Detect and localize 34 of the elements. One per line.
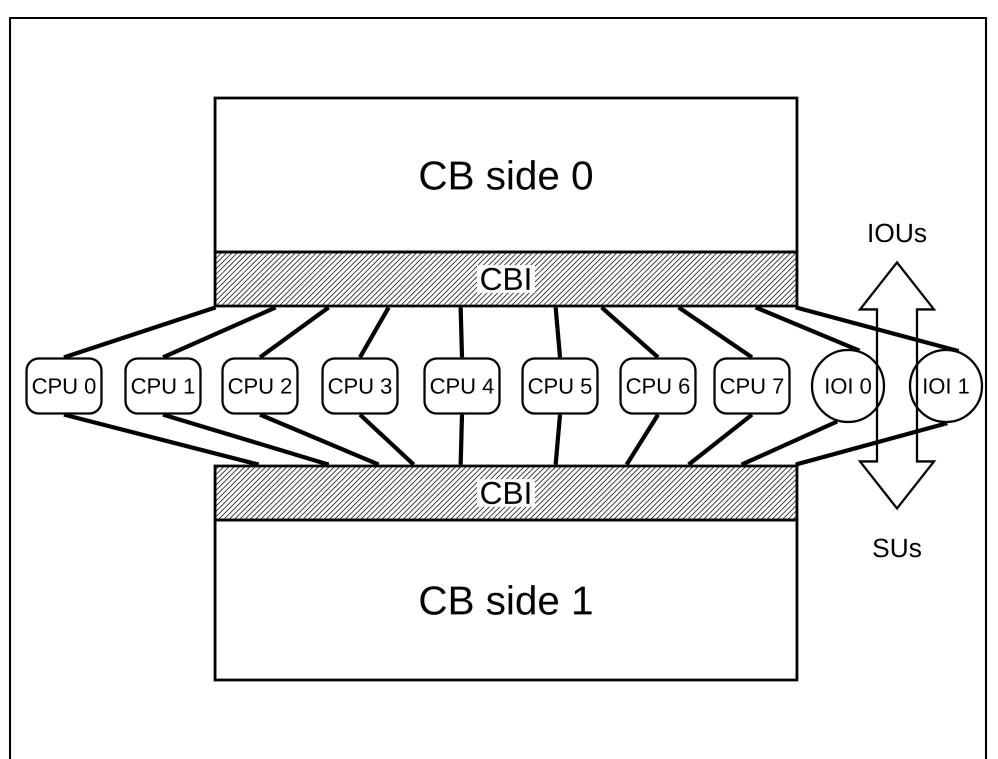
bus-label: IOUs — [869, 224, 926, 242]
bus-line — [63, 412, 260, 467]
crossbar-box: CB side 0 — [214, 96, 798, 254]
interface-band: CBI — [214, 250, 798, 308]
cpu-box: CPU 6 — [619, 357, 697, 415]
bus-line — [259, 412, 380, 467]
bus-line — [358, 413, 416, 466]
bus-line — [677, 306, 754, 360]
bus-line — [600, 306, 660, 359]
bus-line — [458, 414, 464, 465]
bus-line — [162, 412, 330, 467]
cpu-box: CPU 2 — [221, 357, 299, 415]
bus-line — [624, 414, 660, 466]
bus-line — [358, 306, 390, 358]
cpu-box: CPU 1 — [124, 357, 202, 415]
cpu-box: CPU 4 — [423, 357, 501, 415]
cpu-box: CPU 7 — [713, 357, 791, 415]
bus-line — [795, 305, 960, 354]
bus-line — [687, 412, 754, 466]
bus-line — [162, 305, 276, 360]
bus-line — [554, 307, 562, 358]
bus-line — [795, 421, 948, 467]
bus-line — [554, 414, 562, 465]
bus-line — [63, 305, 216, 360]
bus-line — [458, 307, 464, 358]
cpu-box: CPU 3 — [321, 357, 399, 415]
cpu-box: CPU 0 — [25, 357, 103, 415]
bus-line — [754, 305, 860, 353]
crossbar-box: CB side 1 — [214, 518, 798, 682]
bus-line — [740, 420, 838, 467]
cpu-box: CPU 5 — [521, 357, 599, 415]
interface-band: CBI — [214, 464, 798, 522]
bus-line — [258, 306, 330, 360]
bus-label: SUs — [873, 538, 921, 558]
